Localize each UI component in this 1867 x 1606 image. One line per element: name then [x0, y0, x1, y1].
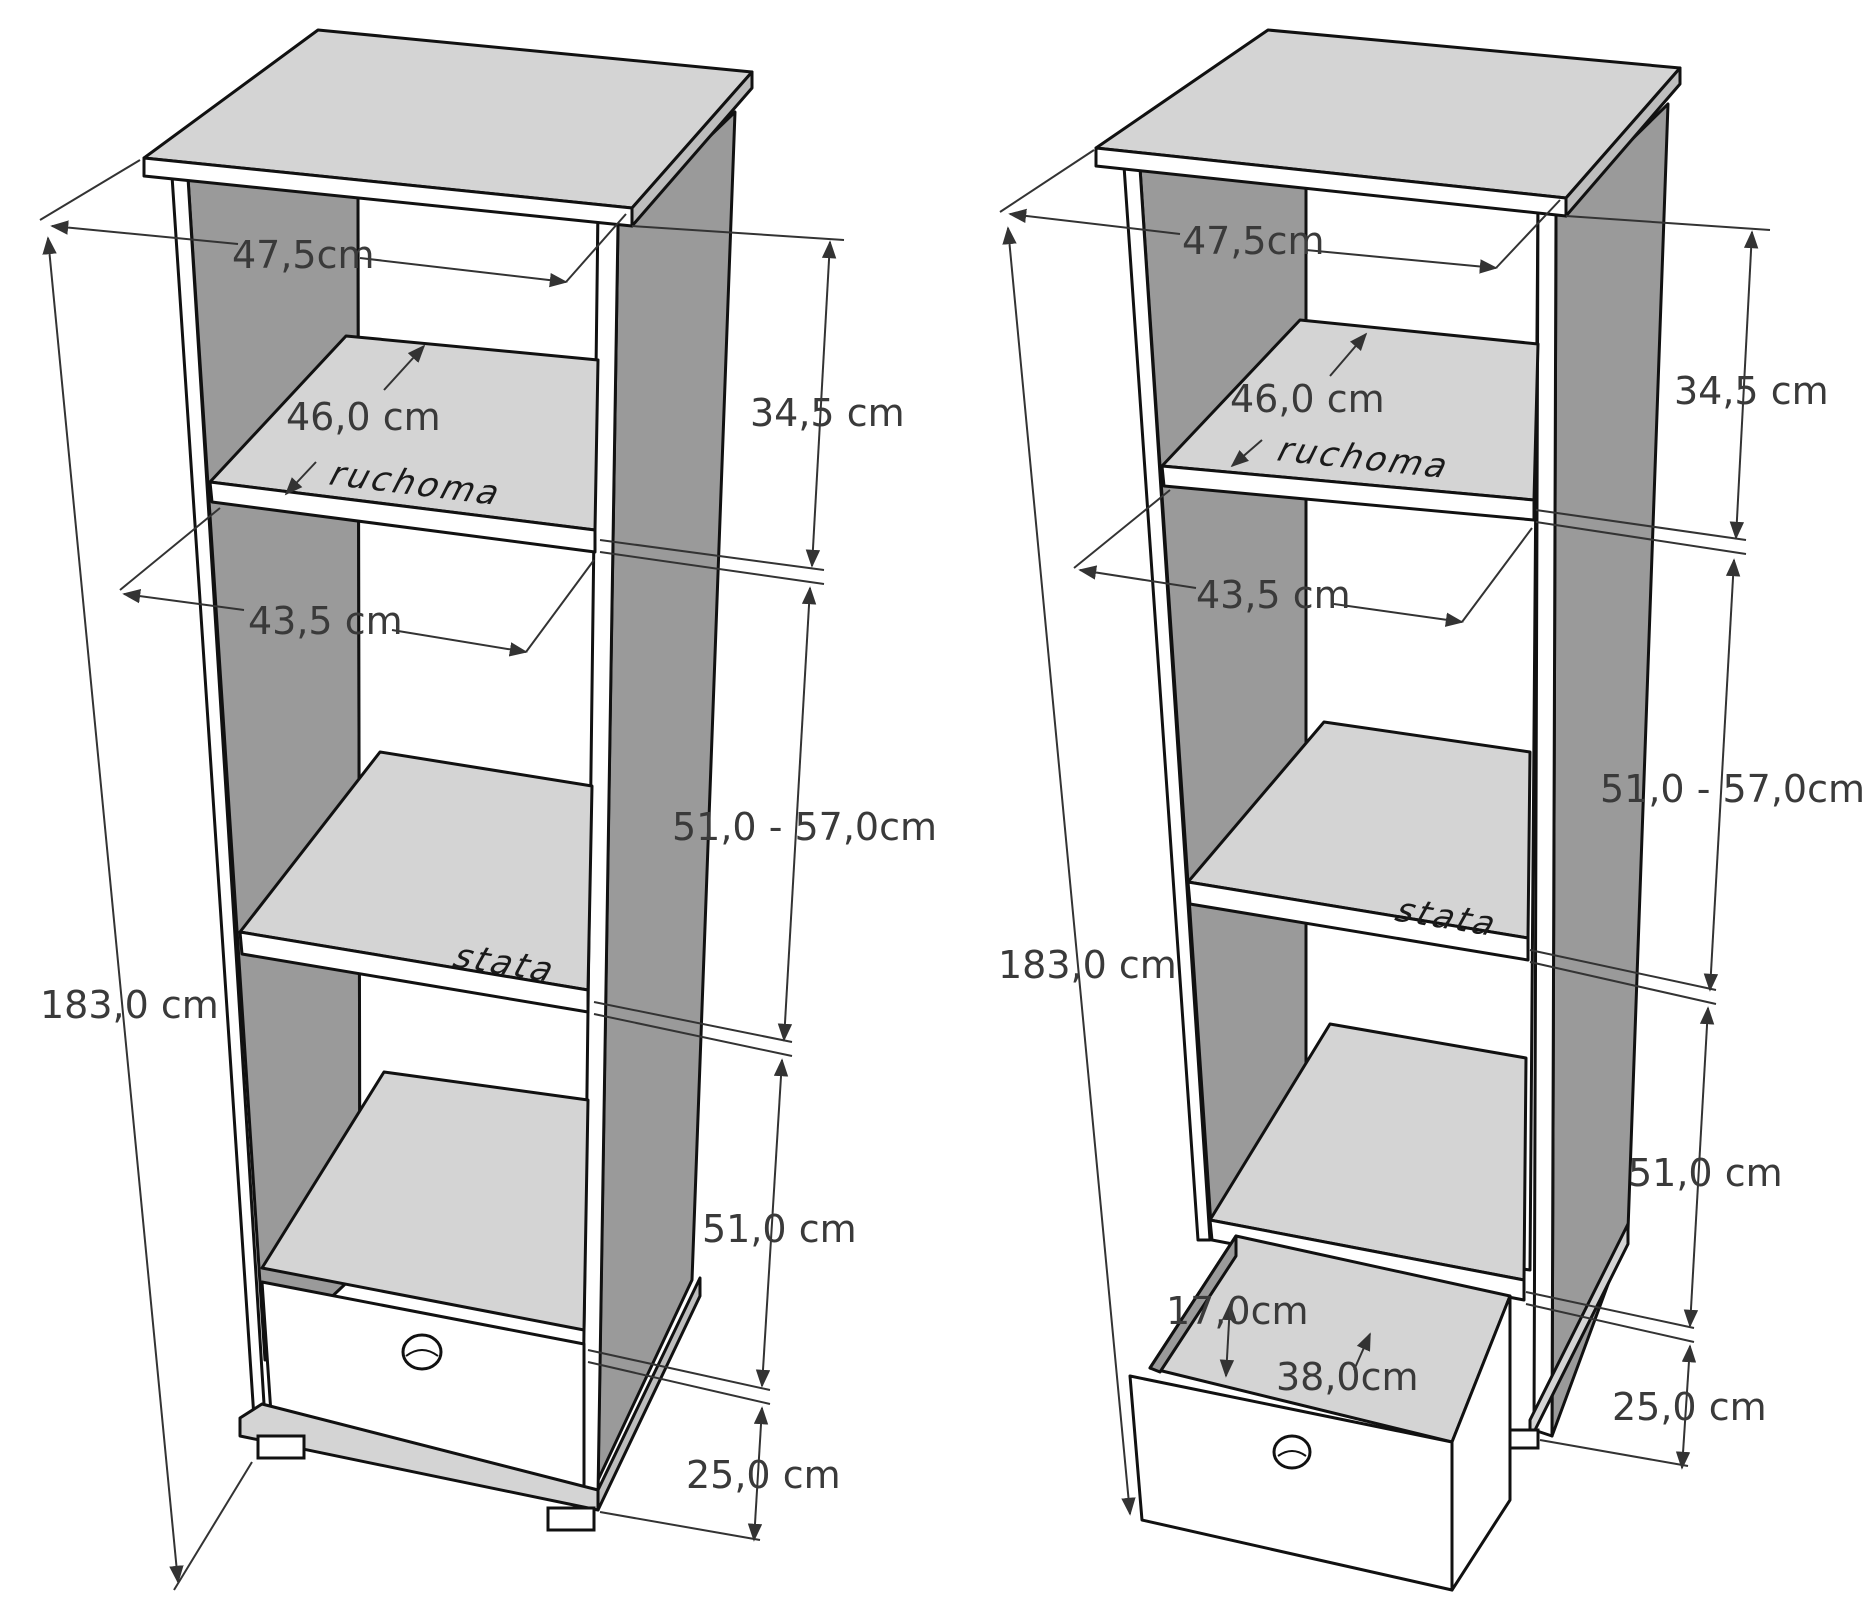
right-dim-depth-line-a	[1230, 439, 1263, 468]
right-dim-drawer-height-line	[1675, 1344, 1697, 1470]
right-dim-top-width-line-a	[1008, 208, 1181, 235]
left-drawer-handle	[401, 1333, 443, 1371]
left-shelf-movable-front	[208, 480, 597, 554]
right-shelf-fixed-front	[1186, 880, 1530, 962]
left-shelf-bottom	[260, 1070, 590, 1332]
left-ext-r-2b	[593, 1013, 793, 1057]
left-ext-r-1	[599, 539, 825, 571]
left-ext-r-3b	[587, 1361, 771, 1405]
left-dim-section-middle-line	[777, 586, 817, 1042]
left-ext-total-bottom	[173, 1461, 253, 1591]
right-dim-section-middle: 51,0 - 57,0cm	[1600, 767, 1865, 811]
right-ext-r-0	[1565, 215, 1771, 231]
right-dim-section-top: 34,5 cm	[1674, 369, 1829, 413]
right-ext-inner-width	[1073, 489, 1171, 569]
left-ext-r-2	[593, 1001, 793, 1043]
left-shelf-fixed-front	[238, 930, 590, 1014]
bookcase-right: ruchoma stata 183,0 cm 47,5cm 46,0 cm 43…	[998, 28, 1865, 1592]
left-top-slab-side	[630, 70, 754, 228]
right-ext-r-3	[1525, 1291, 1695, 1329]
left-dim-section-bottom: 51,0 cm	[702, 1207, 857, 1251]
right-dim-inner-width: 43,5 cm	[1196, 573, 1351, 617]
left-ext-top-width	[565, 213, 627, 283]
left-plinth-side	[596, 1276, 702, 1512]
right-dim-inner-width-line-b	[1333, 603, 1464, 627]
right-dim-top-width: 47,5cm	[1182, 219, 1325, 263]
bookcase-left: ruchoma stata 183,0 cm 47,5cm 46,0 cm 43…	[39, 28, 937, 1591]
right-drawer-front	[1128, 1374, 1454, 1592]
left-dim-depth-line-a	[284, 461, 317, 496]
right-dim-total-height-line	[1002, 226, 1136, 1516]
right-ext-r-2	[1529, 949, 1717, 991]
left-dim-inner-width-line-a	[122, 589, 245, 611]
left-foot-1	[256, 1434, 306, 1460]
left-ext-inner-width	[119, 507, 221, 591]
left-dim-top-width: 47,5cm	[232, 233, 375, 277]
right-ext-r-2b	[1529, 961, 1717, 1005]
right-dim-total-height: 183,0 cm	[998, 943, 1177, 987]
left-drawer-handle-shadow	[405, 1349, 439, 1357]
right-top-slab-side	[1564, 66, 1682, 218]
right-ext-r-3b	[1525, 1303, 1695, 1343]
right-dim-section-bottom: 51,0 cm	[1628, 1151, 1783, 1195]
right-dim-depth-line-b	[1329, 332, 1368, 377]
left-dim-inner-width-line-b	[391, 629, 528, 657]
left-ext-r-4	[599, 1511, 761, 1541]
left-dim-section-top-line	[805, 240, 837, 568]
right-dim-drawer-inner-height-line	[1219, 1302, 1237, 1378]
left-dim-depth-line-b	[383, 344, 426, 391]
left-dim-drawer-height-line	[747, 1406, 769, 1542]
left-dim-depth: 46,0 cm	[286, 395, 441, 439]
right-dim-depth: 46,0 cm	[1230, 377, 1385, 421]
right-dim-drawer-inner-height: 17,0cm	[1166, 1289, 1309, 1333]
left-dim-drawer-height: 25,0 cm	[686, 1453, 841, 1497]
left-dim-top-width-line-a	[50, 220, 239, 245]
left-right-side-panel	[596, 110, 737, 1482]
right-dim-top-width-line-b	[1305, 249, 1498, 274]
right-ext-inner-width-r	[1461, 527, 1533, 623]
right-shelf-movable-front	[1160, 464, 1536, 522]
left-ext-total-top	[39, 159, 141, 221]
right-dim-section-top-line	[1729, 230, 1759, 540]
right-dim-section-middle-line	[1703, 558, 1741, 992]
right-dim-inner-width-line-a	[1078, 565, 1197, 589]
left-dim-total-height-line	[42, 236, 184, 1584]
left-dim-section-middle: 51,0 - 57,0cm	[672, 805, 937, 849]
right-ext-r-1b	[1535, 521, 1747, 555]
left-ext-r-1b	[599, 551, 825, 585]
right-ext-r-1	[1535, 509, 1747, 541]
right-dim-drawer-height: 25,0 cm	[1612, 1385, 1767, 1429]
right-ext-total-top	[999, 149, 1095, 213]
right-dim-drawer-inner-depth-line	[1353, 1332, 1371, 1371]
right-ext-r-4	[1539, 1439, 1689, 1467]
right-drawer-left-wall	[1148, 1234, 1238, 1374]
left-dim-inner-width: 43,5 cm	[248, 599, 403, 643]
right-ext-top-width	[1495, 199, 1561, 269]
right-dim-section-bottom-line	[1683, 1006, 1715, 1328]
left-ext-r-3	[587, 1349, 771, 1391]
left-dim-section-top: 34,5 cm	[750, 391, 905, 435]
right-drawer-handle-shadow	[1277, 1450, 1307, 1457]
right-dim-drawer-inner-depth: 38,0cm	[1276, 1355, 1419, 1399]
left-ext-r-0	[631, 225, 845, 241]
left-foot-2	[546, 1506, 596, 1532]
left-dim-section-bottom-line	[755, 1058, 789, 1388]
left-dim-total-height: 183,0 cm	[40, 983, 219, 1027]
left-dim-top-width-line-b	[359, 257, 568, 288]
right-shelf-lower-front	[1208, 1218, 1526, 1302]
left-ext-inner-width-r	[525, 559, 595, 653]
